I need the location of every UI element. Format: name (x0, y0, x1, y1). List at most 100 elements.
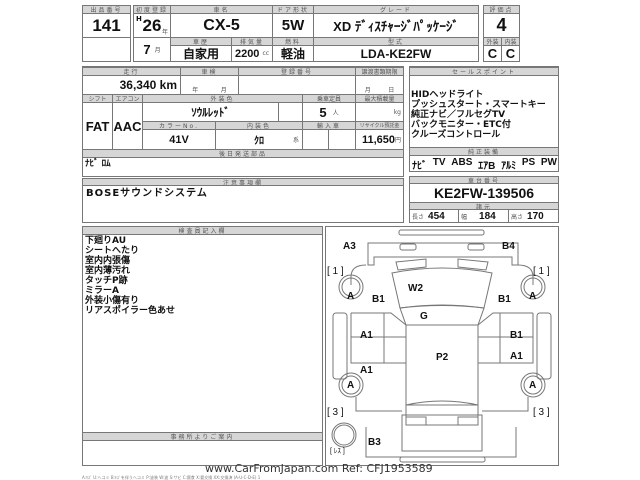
sales-item: バックモニター・ETC付 (411, 120, 511, 130)
sales-list: HIDヘッドライト プッシュスタート・スマートキー 純正ナビ／フルセグTV バッ… (411, 90, 546, 140)
damage-mark: A1 (360, 365, 373, 376)
sales-item: 純正ナビ／フルセグTV (411, 110, 506, 120)
month: 7 (143, 42, 151, 57)
lot-empty (82, 37, 131, 62)
reg-year: H 26 年 (133, 13, 171, 38)
inspector-list: 下廻りAU シートへたり 室内内張傷 室内薄汚れ タッチP跡 ミラーA 外装小傷… (85, 236, 175, 316)
later-parts: ﾅﾋﾞ ﾛﾑ (85, 159, 111, 169)
tire-tread: [ 1 ] (327, 266, 344, 277)
car-diagram: A3 B4 W2 B1 B1 G A1 B1 P2 A1 A1 B3 A A A… (325, 226, 559, 466)
load-unit: kg (393, 108, 401, 116)
interior-color: ｸﾛ 系 (215, 129, 303, 150)
sales-item: HIDヘッドライト (411, 90, 484, 100)
capacity-unit: 人 (332, 109, 339, 117)
tire-mark: A (347, 380, 355, 391)
plate-value (238, 75, 356, 95)
grade: XD ﾃﾞｨｽﾁｬｰｼﾞﾊﾟｯｹｰｼﾞ (313, 13, 479, 38)
equip-item: ｱﾙﾐ (501, 161, 517, 172)
score: 4 (483, 13, 520, 38)
inspector-item: 下廻りAU (85, 236, 126, 246)
inspector-item: 室内薄汚れ (85, 266, 131, 276)
len-value: 454 (428, 210, 445, 222)
damage-mark: A1 (360, 330, 373, 341)
import-b (328, 129, 356, 150)
shift: FAT (82, 102, 113, 150)
spare-tire: [ ﾚｽ ] (330, 448, 345, 455)
recycle-value: 11,650 (361, 133, 395, 146)
ac: AAC (112, 102, 143, 150)
ins-year: 年 (192, 87, 199, 94)
damage-mark: B3 (368, 437, 381, 448)
tire-tread: [ 1 ] (533, 266, 550, 277)
damage-mark: A3 (343, 241, 356, 252)
inspector-item: シートへたり (85, 246, 140, 256)
interior-value: ｸﾛ (254, 136, 264, 147)
color: ｿｳﾙﾚｯﾄﾞ (142, 102, 279, 122)
inspector-item: タッチP跡 (85, 276, 128, 286)
fuel: 軽油 (272, 45, 314, 62)
ext-grade: C (483, 45, 502, 62)
hei-value: 170 (527, 210, 544, 222)
disp-value: 2200 (234, 47, 260, 60)
damage-mark: B1 (510, 330, 523, 341)
door-type: 5W (272, 13, 314, 38)
equip-item: PW (540, 157, 557, 168)
damage-mark: A1 (510, 351, 523, 362)
year: 26 (142, 15, 162, 35)
width: 幅 184 (458, 209, 509, 223)
wid-label: 幅 (461, 213, 468, 221)
tire-mark: A (529, 291, 537, 302)
damage-mark: W2 (408, 283, 423, 294)
tr-month: 月 (364, 87, 371, 94)
tire-tread: [ 3 ] (533, 407, 550, 418)
wid-value: 184 (479, 210, 496, 222)
era: H (136, 15, 142, 23)
damage-mark: B4 (502, 241, 515, 252)
damage-mark: P2 (436, 352, 449, 363)
sales-item: クルーズコントロール (411, 130, 501, 140)
sales-box (409, 66, 559, 172)
chassis-number: KE2FW-139506 (433, 185, 535, 201)
inspector-label: 検査員記入欄 (82, 226, 323, 235)
tire-mark: A (529, 380, 537, 391)
import-a (302, 129, 329, 150)
damage-mark: B1 (498, 294, 511, 305)
transfer-date: 月日 (355, 75, 404, 95)
sales-label: セールスポイント (409, 67, 559, 76)
year-unit: 年 (161, 29, 168, 36)
notes-text: BOSEサウンドシステム (86, 188, 208, 199)
equip-label: 純正装備 (409, 147, 559, 156)
damage-mark: B1 (372, 294, 385, 305)
mileage: 36,340 km (82, 75, 181, 95)
hei-label: 高さ (511, 213, 524, 221)
recycle-unit: 円 (394, 137, 401, 144)
legend: A:ｷｽﾞ U:ヘコミ B:ｷｽﾞを伴うヘコミ P:塗装 W:波 S:サビ C:… (82, 475, 261, 480)
watermark: www.CarFromJapan.com Ref: CFJ1953589 (205, 462, 433, 475)
interior-unit: 系 (292, 137, 299, 144)
office-label: 事務所よりご案内 (82, 432, 323, 441)
equip-item: ﾅﾋﾞ (412, 161, 427, 172)
later-label: 後日発送部品 (82, 149, 404, 158)
load: kg (355, 102, 404, 122)
sales-item: プッシュスタート・スマートキー (411, 100, 546, 110)
model-code: LDA-KE2FW (313, 45, 479, 62)
color-extra (278, 102, 303, 122)
int-grade: C (501, 45, 520, 62)
equip-item: PS (521, 157, 536, 168)
lot-number: 141 (82, 13, 131, 38)
tire-tread: [ 3 ] (327, 407, 344, 418)
month-unit: 月 (154, 47, 161, 54)
inspector-item: リアスポイラー色あせ (85, 306, 176, 316)
len-label: 長さ (412, 213, 425, 221)
color-number: 41V (142, 129, 216, 150)
car-name: CX-5 (170, 13, 273, 38)
capacity-value: 5 (319, 104, 327, 120)
inspector-item: ミラーA (85, 286, 119, 296)
damage-mark: G (420, 311, 428, 322)
disp-unit: cc (262, 50, 270, 57)
